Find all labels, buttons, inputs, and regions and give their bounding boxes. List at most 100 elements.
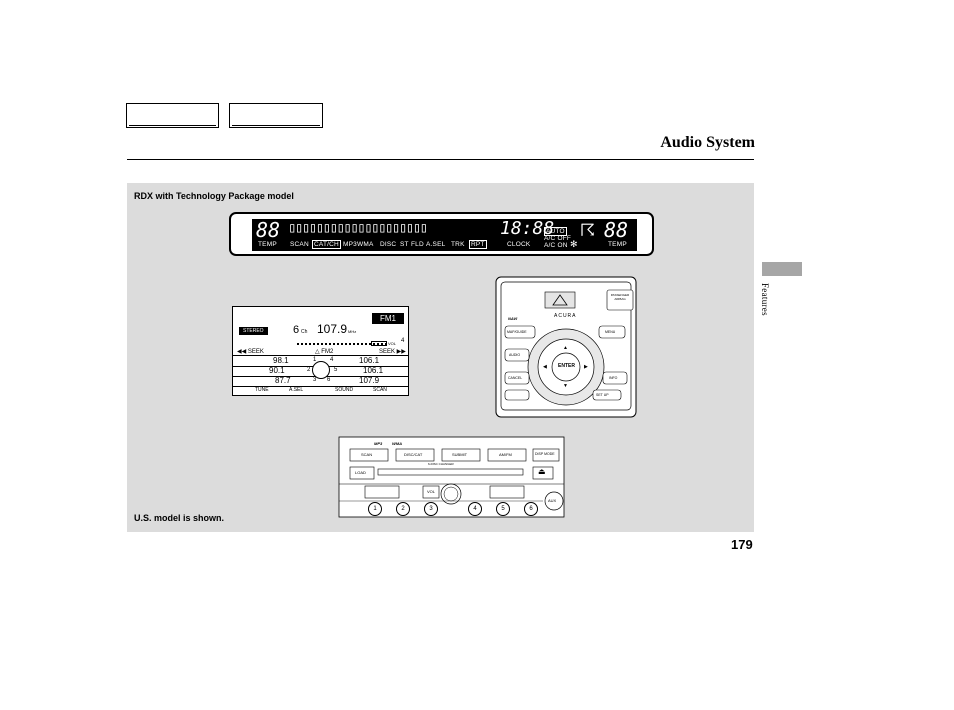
- preset-button-1[interactable]: 1: [368, 502, 382, 516]
- wma-badge: WMA: [392, 441, 402, 446]
- preset-button-6[interactable]: 6: [524, 502, 538, 516]
- setup-button[interactable]: SET UP: [596, 393, 609, 397]
- indicator-disc: DISC: [380, 241, 397, 248]
- seek-right-text: SEEK: [379, 349, 396, 355]
- page-number: 179: [731, 537, 753, 552]
- indicator-fld: FLD: [411, 241, 424, 248]
- bottom-label-tune: TUNE: [255, 387, 269, 393]
- channel-number: 6: [293, 324, 300, 336]
- preset-3-left[interactable]: 87.7: [275, 376, 291, 385]
- ac-off-indicator: A/C OFF: [544, 235, 572, 242]
- passenger-airbag-indicator: PASSENGER AIRBAG: [610, 293, 630, 301]
- bottom-label-asel: A.SEL: [289, 387, 304, 393]
- indicator-asel: A.SEL: [426, 241, 446, 248]
- aux-jack[interactable]: AUX: [548, 498, 557, 503]
- stereo-indicator: STEREO: [239, 327, 268, 335]
- signal-dotted-bar: [297, 343, 387, 345]
- frequency-unit: MHz: [348, 329, 357, 334]
- navigation-panel-drawing: [495, 276, 637, 418]
- arrow-up-icon[interactable]: ▲: [563, 345, 568, 351]
- volume-knob[interactable]: [441, 484, 461, 504]
- indicator-st: ST: [400, 241, 409, 248]
- menu-button[interactable]: MENU: [605, 330, 616, 334]
- display-divider-bottom: [233, 386, 408, 387]
- preset-1-num-right: 4: [330, 357, 334, 363]
- indicator-catch: CAT/CH: [312, 240, 341, 249]
- disc-cat-button[interactable]: DISC/CAT: [404, 452, 423, 457]
- section-label: Features: [760, 283, 770, 316]
- lcd-screen: 88 TEMP ▯▯▯▯▯▯▯▯▯▯▯▯▯▯▯▯▯▯▯▯ SCAN CAT/CH…: [252, 218, 637, 251]
- model-caption: RDX with Technology Package model: [134, 191, 294, 201]
- volume-label: VOL: [388, 341, 397, 346]
- header-rule: [127, 159, 754, 160]
- nav-button-next[interactable]: [229, 103, 323, 128]
- am-fm-button[interactable]: AM/FM: [499, 452, 512, 457]
- eject-icon[interactable]: ⏏: [538, 467, 546, 476]
- preset-1-right[interactable]: 106.1: [359, 356, 380, 365]
- bottom-caption: U.S. model is shown.: [134, 513, 225, 523]
- preset-1-left[interactable]: 98.1: [273, 356, 289, 365]
- audio-head-unit: SCAN DISC/CAT SUBMIT AM/FM DISP MODE LOA…: [338, 436, 565, 518]
- arrow-left-icon[interactable]: ◀: [543, 364, 547, 370]
- page-title: Audio System: [660, 134, 755, 151]
- left-temp-digits: 88: [256, 218, 281, 242]
- seek-right-label: SEEK ▶▶: [379, 349, 406, 355]
- right-temp-label: TEMP: [608, 241, 627, 248]
- auto-indicator: AUTO: [544, 227, 567, 236]
- preset-2-num-right: 5: [334, 367, 338, 373]
- preset-button-5[interactable]: 5: [496, 502, 510, 516]
- display-divider-top: [233, 355, 408, 356]
- airflow-seat-icon: ☈: [580, 221, 596, 240]
- arrow-right-icon[interactable]: ▶: [584, 364, 588, 370]
- segment-row: ▯▯▯▯▯▯▯▯▯▯▯▯▯▯▯▯▯▯▯▯: [288, 220, 428, 236]
- vol-label: VOL: [427, 489, 436, 494]
- bottom-label-sound: SOUND: [335, 387, 354, 393]
- indicator-trk: TRK: [451, 241, 465, 248]
- indicator-mp3: MP3: [343, 241, 357, 248]
- climate-lcd-strip: 88 TEMP ▯▯▯▯▯▯▯▯▯▯▯▯▯▯▯▯▯▯▯▯ SCAN CAT/CH…: [229, 212, 654, 256]
- navi-badge: NAVI: [508, 316, 518, 321]
- center-band-label: △ FM2: [315, 349, 334, 355]
- preset-2-right[interactable]: 106.1: [363, 366, 384, 375]
- section-tab[interactable]: [762, 262, 802, 276]
- mp3-badge: MP3: [374, 441, 383, 446]
- seek-left-label: ◀◀ SEEK: [237, 349, 264, 355]
- preset-button-3[interactable]: 3: [424, 502, 438, 516]
- indicator-wma: WMA: [357, 241, 374, 248]
- radio-frequency: 107.9: [317, 322, 348, 336]
- nav-button-previous[interactable]: [126, 103, 219, 128]
- preset-2-left[interactable]: 90.1: [269, 366, 285, 375]
- indicator-scan: SCAN: [290, 241, 309, 248]
- info-button[interactable]: INFO: [609, 376, 618, 380]
- submit-button[interactable]: SUBMIT: [452, 452, 468, 457]
- preset-3-num-left: 3: [313, 377, 317, 383]
- seek-left-text: SEEK: [247, 349, 264, 355]
- volume-value: 4: [401, 338, 405, 344]
- right-temp-digits: 88: [604, 218, 629, 242]
- left-temp-label: TEMP: [258, 241, 277, 248]
- map-guide-button[interactable]: MAP/GUIDE: [507, 330, 527, 334]
- preset-button-4[interactable]: 4: [468, 502, 482, 516]
- audio-button[interactable]: AUDIO: [509, 353, 521, 357]
- arrow-down-icon[interactable]: ▼: [563, 383, 568, 389]
- volume-bar: [371, 341, 387, 346]
- ac-on-indicator: A/C ON: [544, 242, 568, 249]
- indicator-rpt: RPT: [469, 240, 487, 249]
- cancel-button[interactable]: CANCEL: [508, 376, 523, 380]
- selector-knob-icon[interactable]: [312, 361, 330, 379]
- disp-mode-button[interactable]: DISP MODE: [535, 452, 555, 456]
- scan-button[interactable]: SCAN: [361, 452, 373, 457]
- bottom-label-scan: SCAN: [373, 387, 387, 393]
- load-button[interactable]: LOAD: [355, 470, 366, 475]
- radio-display: STEREO 6 Ch 107.9 MHz FM1 VOL 4 ◀◀ SEEK …: [232, 306, 409, 396]
- preset-2-num-left: 2: [307, 367, 311, 373]
- preset-3-num-right: 6: [327, 377, 331, 383]
- brand-label: ACURA: [554, 313, 577, 319]
- navigation-control-panel: ACURA NAVI MAP/GUIDE MENU AUDIO CANCEL I…: [495, 276, 637, 418]
- preset-1-num-left: 1: [313, 357, 317, 363]
- enter-button[interactable]: ENTER: [558, 363, 575, 369]
- preset-button-2[interactable]: 2: [396, 502, 410, 516]
- preset-3-right[interactable]: 107.9: [359, 376, 380, 385]
- clock-digits: 18:88: [500, 218, 555, 239]
- disc-changer-label: 6-DISC CHANGER: [428, 462, 454, 466]
